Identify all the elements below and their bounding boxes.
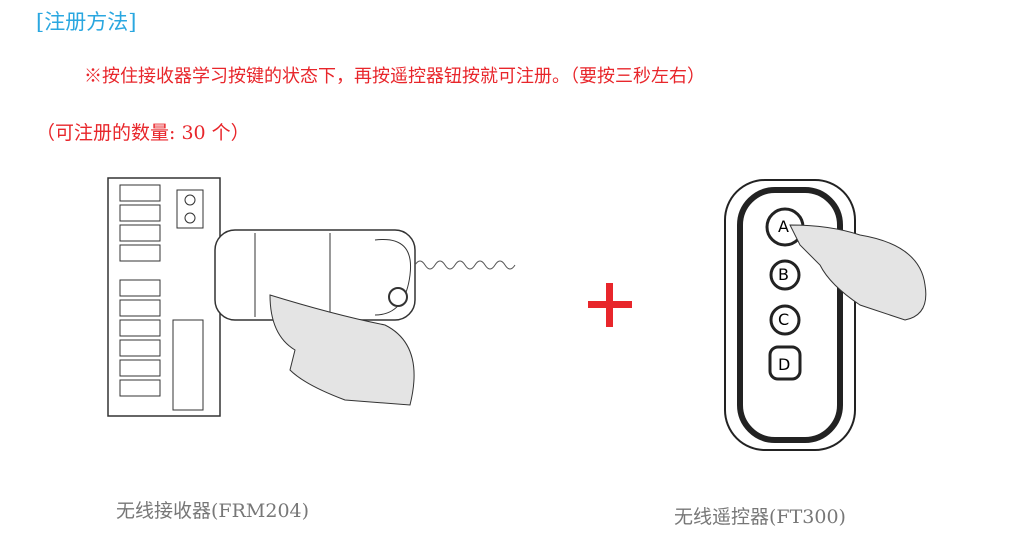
remote-button-a: A (778, 217, 789, 236)
remote-button-d: D (778, 355, 791, 374)
remote-button-b: B (778, 265, 789, 284)
receiver-caption: 无线接收器(FRM204) (116, 500, 310, 522)
remote-caption: 无线遥控器(FT300) (674, 506, 846, 528)
instruction-text: ※按住接收器学习按键的状态下，再按遥控器钮按就可注册。（要按三秒左右） (84, 66, 705, 87)
registration-count-note: （可注册的数量: 30 个） (36, 122, 250, 144)
remote-illustration (724, 179, 927, 451)
section-title: [注册方法] (36, 10, 137, 34)
receiver-illustration (107, 177, 516, 417)
plus-icon (588, 283, 632, 327)
remote-button-c: C (778, 310, 790, 329)
